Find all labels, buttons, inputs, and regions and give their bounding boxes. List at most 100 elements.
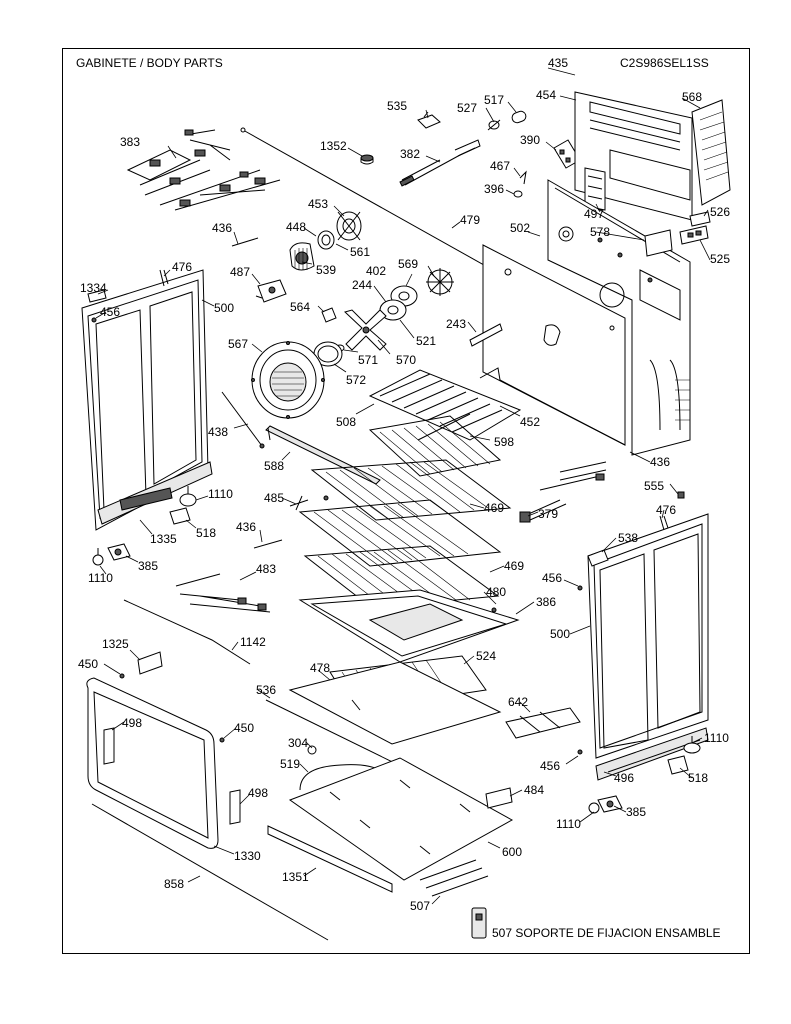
callout-467: 467 [490, 159, 510, 173]
callout-436-mid: 436 [236, 520, 256, 534]
callout-452: 452 [520, 415, 540, 429]
callout-478: 536 [256, 683, 276, 697]
callout-508: 508 [336, 415, 356, 429]
callout-1330: 1351 [282, 870, 309, 884]
right-mid-fasteners-drawing [577, 549, 609, 755]
callout-567: 567 [228, 337, 248, 351]
callout-858: 507 [410, 899, 430, 913]
element-436-mid-drawing [253, 539, 283, 549]
hinge-1142-drawing [119, 651, 225, 743]
callout-456-right-upper: 456 [542, 571, 562, 585]
lamp-parts-drawing [487, 110, 527, 131]
callout-527: 527 [457, 101, 477, 115]
callout-476-right: 476 [656, 503, 676, 517]
bracket-assembly-note: 507 SOPORTE DE FIJACION ENSAMBLE [492, 926, 721, 940]
callout-438: 438 [208, 425, 228, 439]
callout-502: 502 [510, 221, 530, 235]
callout-539: 539 [316, 263, 336, 277]
crossbar-588-drawing [265, 425, 381, 485]
left-top-fasteners-drawing [87, 269, 169, 323]
callout-588: 588 [264, 459, 284, 473]
knob-1352-drawing [360, 154, 374, 165]
callout-483: 480 [486, 585, 506, 599]
callout-487: 487 [230, 265, 250, 279]
callout-538-right: 385 [626, 805, 646, 819]
callout-1351: 858 [164, 877, 184, 891]
harness-379-drawing [519, 461, 607, 523]
callout-1110-right: 518 [688, 771, 708, 785]
bracket-496-drawing [485, 787, 513, 809]
callout-568: 568 [682, 90, 702, 104]
door-hinges-642-drawing [103, 727, 241, 825]
right-side-panel-500-drawing [587, 513, 709, 759]
bracket-507-drawing [471, 907, 487, 939]
convection-fan-motor-drawing [289, 211, 362, 271]
cover-plate-524-drawing [288, 661, 502, 745]
door-gasket-600-drawing [86, 677, 219, 849]
broiler-pan-480-drawing [298, 589, 520, 663]
rear-cover-568-drawing [691, 99, 731, 206]
callout-520-left-lower: 1110 [88, 571, 113, 585]
rod-438-drawing [221, 391, 265, 449]
callout-leader-lines [95, 67, 711, 905]
rod-end-icon [240, 127, 246, 133]
panel-452-edge-drawing [499, 379, 626, 446]
bracket-243-drawing [469, 323, 503, 347]
fan-assembly-drawing [379, 268, 454, 321]
fan-blade-drawing [313, 307, 387, 367]
callout-1352: 1352 [320, 139, 347, 153]
callout-484: 600 [502, 845, 522, 859]
callout-561: 561 [350, 245, 370, 259]
callout-500-right: 500 [550, 627, 570, 641]
callout-564: 564 [290, 300, 310, 314]
callout-578: 578 [590, 225, 610, 239]
oven-racks-469-drawing [298, 459, 512, 609]
callout-526: 526 [710, 205, 730, 219]
panel-497-drawing [584, 167, 606, 211]
callout-385: 483 [256, 562, 276, 576]
callout-454: 454 [536, 88, 556, 102]
sensor-382-drawing [399, 139, 481, 187]
element-436-upper-drawing [231, 237, 259, 247]
callout-396: 396 [484, 182, 504, 196]
callout-518: 1335 [150, 532, 177, 546]
callout-520-left-upper: 1110 [208, 487, 233, 501]
callout-535: 535 [387, 99, 407, 113]
callout-453: 453 [308, 197, 328, 211]
part-callouts: 435 568 454 535 527 517 390 1352 382 467… [78, 56, 730, 913]
callout-469-upper: 469 [484, 501, 504, 515]
callout-498: 304 [288, 736, 308, 750]
callout-244: 244 [352, 278, 372, 292]
right-leveling-legs-drawing [588, 727, 709, 814]
callout-555: 555 [644, 479, 664, 493]
callout-538-left: 385 [138, 559, 158, 573]
tray-536-drawing [505, 707, 581, 739]
clip-535-drawing [417, 111, 441, 129]
callout-379: 379 [538, 507, 558, 521]
bracket-485-drawing [289, 495, 329, 511]
callout-304: 519 [280, 757, 300, 771]
rack-assembly-598-drawing [368, 415, 502, 477]
broil-element-508-drawing [368, 367, 522, 441]
callout-386: 1142 [240, 635, 266, 649]
callout-536: 642 [508, 695, 528, 709]
callout-1142: 1325 [102, 637, 129, 651]
right-top-fasteners-drawing [659, 491, 685, 531]
callout-383: 383 [120, 135, 140, 149]
callout-520-right-upper: 1110 [704, 731, 729, 745]
callout-1334: 1334 [80, 281, 107, 295]
callout-496: 484 [524, 783, 544, 797]
callout-1110-left: 518 [196, 526, 216, 540]
callout-571: 571 [358, 353, 378, 367]
rod-1351-drawing [91, 803, 329, 941]
callout-480: 386 [536, 595, 556, 609]
callout-469-lower: 469 [504, 559, 524, 573]
callout-519: 496 [614, 771, 634, 785]
callout-448: 448 [286, 220, 306, 234]
callout-456-left: 456 [100, 305, 120, 319]
callout-497: 497 [584, 207, 604, 221]
callout-569: 569 [398, 257, 418, 271]
callout-642-lower: 498 [248, 786, 268, 800]
